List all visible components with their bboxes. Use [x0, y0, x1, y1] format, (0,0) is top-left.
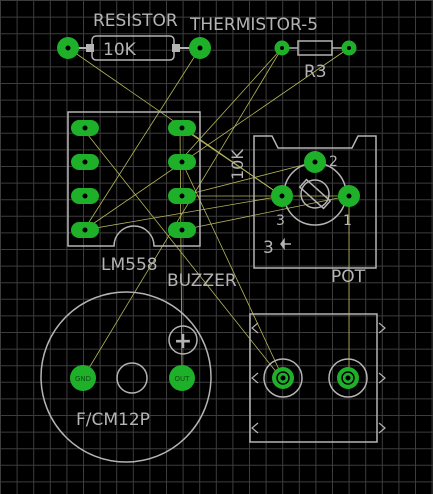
ic-name-label: LM558	[101, 255, 158, 275]
pot-marker-label: 3	[263, 238, 274, 258]
resistor-pads	[57, 37, 211, 59]
airwire	[83, 129, 282, 379]
pad-drill	[280, 375, 286, 381]
ic-pad[interactable]	[71, 154, 99, 170]
buzzer-footprint[interactable]: + BUZZER F/CM12P	[40, 271, 237, 463]
ic-pad[interactable]	[71, 188, 99, 204]
pad-drill	[346, 193, 352, 199]
terminal-marker	[378, 422, 386, 434]
airwire	[181, 161, 316, 197]
pad[interactable]	[338, 185, 360, 207]
pad-drill	[197, 45, 203, 51]
pad-drill	[347, 46, 351, 50]
terminal-screw	[328, 358, 368, 398]
pot-value-label: 10K	[228, 149, 247, 180]
pad-drill	[65, 45, 71, 51]
pad[interactable]	[304, 151, 326, 173]
terminal-screw	[263, 358, 303, 398]
pad-copper	[169, 365, 195, 391]
pad-drill	[312, 159, 318, 165]
airwire	[179, 47, 283, 162]
airwire	[83, 47, 350, 231]
pot-pin2-label: 2	[329, 154, 338, 170]
terminal-block-footprint[interactable]	[249, 313, 386, 443]
terminal-marker	[251, 422, 259, 434]
airwire	[181, 127, 283, 197]
buzzer-name-label: BUZZER	[167, 271, 237, 291]
ic-pad[interactable]	[168, 120, 196, 136]
pad-gnd-label: GND	[75, 375, 91, 383]
ic-pad[interactable]	[168, 154, 196, 170]
airwire	[181, 195, 349, 231]
buzzer-part-label: F/CM12P	[76, 410, 150, 430]
pad[interactable]: OUT	[169, 365, 195, 391]
thermistor-ref-label: R3	[304, 62, 327, 82]
pot-outline	[253, 135, 377, 269]
terminal-marker	[251, 322, 259, 334]
pad-drill	[279, 193, 285, 199]
resistor-footprint[interactable]: RESISTOR 10K	[68, 11, 200, 61]
pad-drill	[179, 159, 185, 165]
resistor-value-label: 10K	[103, 40, 137, 60]
pad-drill	[341, 371, 355, 385]
ic-pad[interactable]	[168, 188, 196, 204]
pad[interactable]	[57, 37, 79, 59]
pad[interactable]	[189, 37, 211, 59]
pad[interactable]	[274, 40, 290, 56]
pad-drill	[276, 371, 290, 385]
pot-pin1-label: 1	[343, 213, 352, 229]
resistor-end-cap	[172, 44, 180, 52]
buzzer-plus-sign: +	[174, 329, 192, 354]
ic-pads	[71, 120, 196, 238]
pad[interactable]	[272, 367, 294, 389]
airwire	[181, 161, 284, 379]
terminal-side-markers	[251, 322, 386, 434]
terminal-marker	[251, 372, 259, 384]
buzzer-center-hole	[116, 362, 148, 394]
pad-drill	[82, 159, 88, 165]
pad-copper	[70, 365, 96, 391]
pad[interactable]	[271, 185, 293, 207]
ic-pad[interactable]	[168, 222, 196, 238]
thermistor-name-label: THERMISTOR-5	[189, 15, 318, 35]
thermistor-pads	[274, 40, 357, 56]
buzzer-plus-circle	[168, 325, 198, 355]
ic-body-outline	[67, 111, 201, 247]
thermistor-footprint[interactable]: THERMISTOR-5 R3	[189, 15, 349, 82]
terminal-block-outline	[249, 313, 378, 443]
terminal-pads	[272, 367, 359, 389]
pad-drill	[82, 193, 88, 199]
ic-pad[interactable]	[71, 120, 99, 136]
buzzer-outline	[40, 291, 212, 463]
pot-pads	[271, 151, 360, 207]
thermistor-body	[297, 40, 333, 56]
pad-drill	[179, 227, 185, 233]
resistor-end-cap	[86, 44, 94, 52]
pad-drill	[82, 125, 88, 131]
pad-drill	[280, 46, 284, 50]
airwire	[83, 195, 283, 231]
buzzer-pads: GND OUT	[70, 365, 195, 391]
pad[interactable]	[341, 40, 357, 56]
pot-shaft	[300, 179, 330, 209]
pad-drill	[345, 375, 351, 381]
resistor-name-label: RESISTOR	[93, 11, 178, 31]
pot-slot	[298, 178, 332, 210]
pad[interactable]: GND	[70, 365, 96, 391]
terminal-marker	[378, 322, 386, 334]
terminal-marker	[378, 372, 386, 384]
ic-lm558-footprint[interactable]: LM558	[67, 111, 201, 275]
pad-drill	[82, 227, 88, 233]
pad-out-label: OUT	[175, 375, 191, 383]
pad-drill	[179, 125, 185, 131]
airwire	[83, 47, 201, 231]
pot-pin3-label: 3	[276, 213, 285, 229]
pad-drill	[179, 193, 185, 199]
ic-pad[interactable]	[71, 222, 99, 238]
pot-name-label: POT	[331, 267, 366, 287]
pot-pin-marker-arrow	[280, 237, 291, 251]
pad[interactable]	[337, 367, 359, 389]
